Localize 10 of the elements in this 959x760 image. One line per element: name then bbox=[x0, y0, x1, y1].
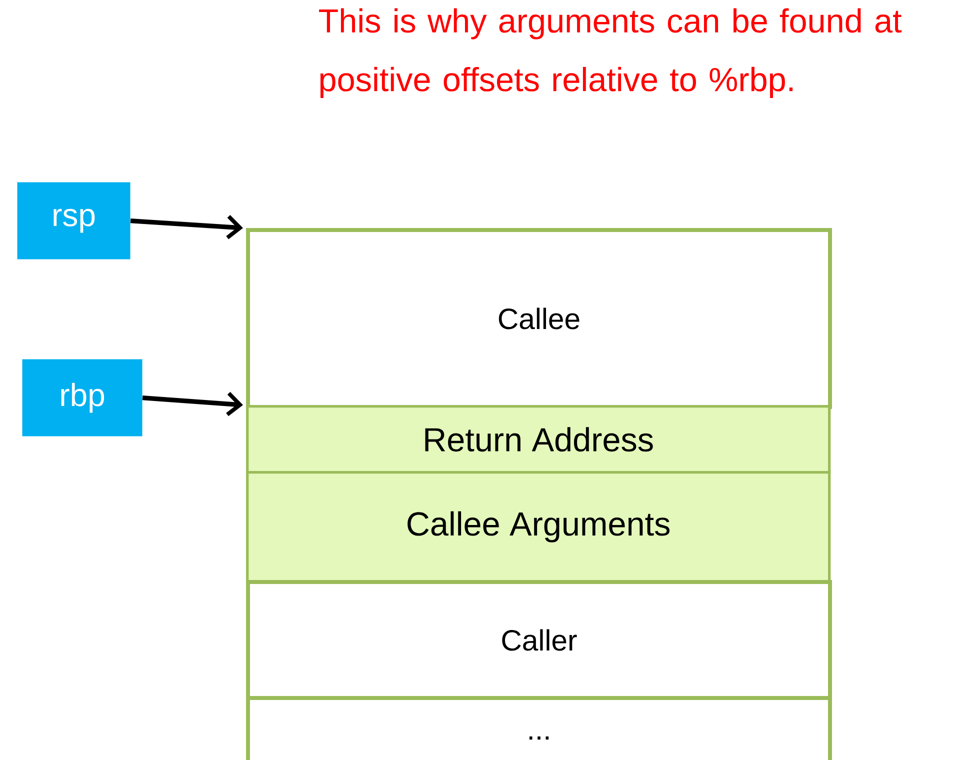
note-text: This is why arguments can be found at positive offsets relative to %rbp. bbox=[319, 8, 902, 98]
stack-frame-box: Caller bbox=[246, 580, 832, 700]
stack-slot-box: Return Address bbox=[246, 405, 831, 474]
register-box: rbp bbox=[22, 359, 142, 436]
arrow bbox=[130, 215, 243, 240]
register-box: rsp bbox=[17, 182, 130, 260]
arrow bbox=[142, 392, 243, 416]
stack-frame-box: Callee bbox=[246, 228, 832, 409]
stack-slot-box: Callee Arguments bbox=[246, 471, 831, 583]
stack-frame-box: ... bbox=[246, 696, 832, 760]
